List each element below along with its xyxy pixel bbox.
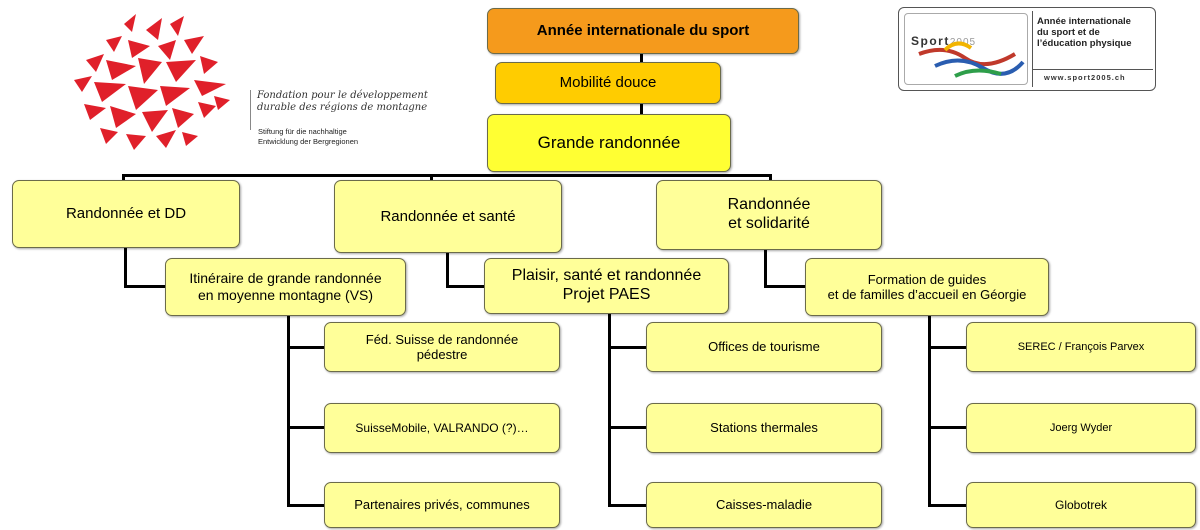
connector xyxy=(287,316,290,507)
connector xyxy=(122,174,125,180)
connector xyxy=(446,253,449,288)
sport-logo-url: www.sport2005.ch xyxy=(1044,73,1126,82)
connector xyxy=(287,426,324,429)
grande-randonnee-box: Grande randonnée xyxy=(487,114,731,172)
partner-box-globotrek: Globotrek xyxy=(966,482,1196,528)
connector xyxy=(608,426,646,429)
connector xyxy=(124,248,127,288)
partner-box-partenaires: Partenaires privés, communes xyxy=(324,482,560,528)
sport-divider xyxy=(1032,11,1033,87)
partner-box-fsrp: Féd. Suisse de randonnée pédestre xyxy=(324,322,560,372)
mobility-box: Mobilité douce xyxy=(495,62,721,104)
sport-logo-text: Année internationale du sport et de l’éd… xyxy=(1037,16,1132,49)
sport-hline xyxy=(1032,69,1153,70)
partner-box-serec: SEREC / François Parvex xyxy=(966,322,1196,372)
partner-box-caisses: Caisses-maladie xyxy=(646,482,882,528)
connector xyxy=(287,504,324,507)
connector xyxy=(446,285,486,288)
foundation-signature: Fondation pour le développement durable … xyxy=(257,90,428,113)
connector xyxy=(608,346,646,349)
project-box-georgie: Formation de guides et de familles d’acc… xyxy=(805,258,1049,316)
partner-box-stations: Stations thermales xyxy=(646,403,882,453)
category-box-solidarite: Randonnée et solidarité xyxy=(656,180,882,250)
connector xyxy=(122,174,772,177)
connector xyxy=(769,174,772,180)
fdb-triangle-logo xyxy=(74,14,230,150)
connector xyxy=(608,314,611,507)
partner-box-suissemobile: SuisseMobile, VALRANDO (?)… xyxy=(324,403,560,453)
sport2005-logo: Sport2005 Année internationale du sport … xyxy=(898,7,1156,91)
connector xyxy=(640,54,643,62)
partner-box-offices: Offices de tourisme xyxy=(646,322,882,372)
connector xyxy=(928,346,966,349)
category-box-dd: Randonnée et DD xyxy=(12,180,240,248)
project-box-itineraire: Itinéraire de grande randonnée en moyenn… xyxy=(165,258,406,316)
connector xyxy=(287,346,324,349)
partner-box-wyder: Joerg Wyder xyxy=(966,403,1196,453)
connector xyxy=(928,316,931,507)
connector xyxy=(764,250,767,288)
logo-separator xyxy=(250,90,251,130)
connector xyxy=(928,426,966,429)
connector xyxy=(608,504,646,507)
connector xyxy=(928,504,966,507)
sport-swoosh-icon xyxy=(918,41,1025,78)
connector xyxy=(124,285,166,288)
project-box-paes: Plaisir, santé et randonnée Projet PAES xyxy=(484,258,729,314)
connector xyxy=(430,174,433,180)
foundation-caption: Stiftung für die nachhaltige Entwicklung… xyxy=(258,127,359,146)
sport2005-emblem: Sport2005 xyxy=(904,13,1028,85)
year-title-box: Année internationale du sport xyxy=(487,8,799,54)
connector xyxy=(640,104,643,114)
category-box-sante: Randonnée et santé xyxy=(334,180,562,253)
connector xyxy=(764,285,806,288)
